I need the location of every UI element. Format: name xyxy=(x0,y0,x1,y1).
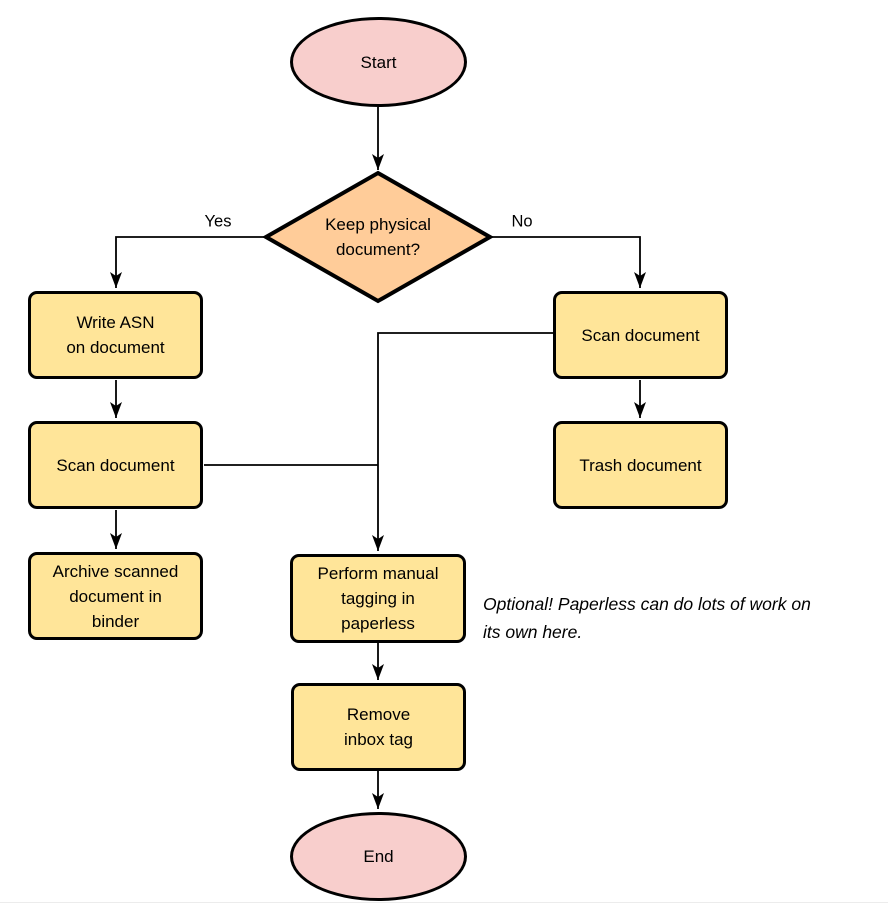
node-remove-inbox-tag: Remove inbox tag xyxy=(291,683,466,771)
node-scan-document-right: Scan document xyxy=(553,291,728,379)
edge-label-no: No xyxy=(508,212,536,232)
node-archive-binder: Archive scanned document in binder xyxy=(28,552,203,640)
edge-decision-scan-right xyxy=(491,236,646,288)
node-start: Start xyxy=(290,17,467,107)
annotation-optional: Optional! Paperless can do lots of work … xyxy=(483,594,811,642)
edge-decision-write-asn xyxy=(110,236,265,288)
edge-scan-right-tagging xyxy=(372,332,553,551)
node-write-asn: Write ASN on document xyxy=(28,291,203,379)
node-decision-label: Keep physical document? xyxy=(325,215,431,259)
node-trash-document: Trash document xyxy=(553,421,728,509)
bottom-divider xyxy=(0,902,888,903)
node-manual-tagging: Perform manual tagging in paperless xyxy=(290,554,466,643)
node-end: End xyxy=(290,812,467,901)
node-scan-document-left: Scan document xyxy=(28,421,203,509)
decision-diamond xyxy=(261,170,495,304)
edge-label-yes: Yes xyxy=(201,212,235,232)
